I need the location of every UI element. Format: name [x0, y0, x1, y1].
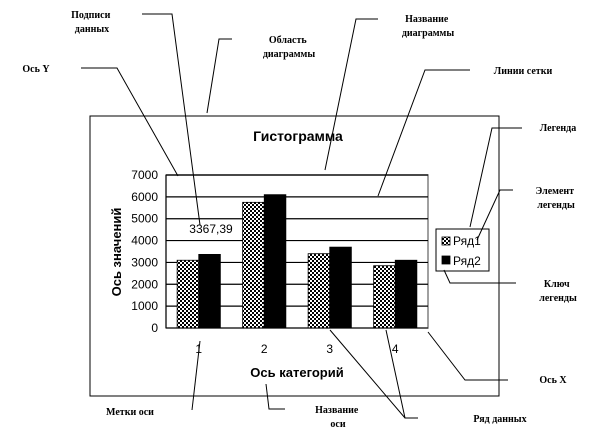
bar-series-1-cat-2 [242, 201, 265, 329]
y-tick-labels: 0 1000 2000 3000 4000 5000 6000 7000 [131, 168, 158, 335]
legend-key-series-2 [441, 255, 451, 265]
chart-title: Гистограмма [253, 128, 343, 144]
y-axis-title: Ось значений [109, 208, 124, 297]
callout-legend-entry: Элемент легенды [535, 186, 576, 211]
callout-gridlines: Линии сетки [494, 66, 553, 77]
callout-y-axis: Ось Y [22, 64, 50, 75]
y-tick-label: 0 [151, 321, 158, 335]
x-tick-label: 3 [326, 342, 333, 356]
callout-x-axis: Ось X [539, 375, 567, 386]
data-bars [176, 194, 418, 329]
callout-chart-title: Название диаграммы [402, 14, 455, 39]
legend-key-series-1 [441, 236, 451, 246]
y-tick-label: 7000 [131, 168, 158, 182]
data-label: 3367,39 [189, 222, 233, 236]
bar-series-1-cat-1 [176, 259, 200, 329]
callout-data-labels: Подписи данных [71, 10, 113, 35]
bar-series-2-cat-2 [263, 194, 287, 329]
callout-legend: Легенда [540, 123, 577, 134]
y-tick-label: 4000 [131, 234, 158, 248]
legend-label-series-2: Ряд2 [453, 254, 481, 268]
leader-lines [81, 13, 522, 419]
callout-axis-title: Название оси [315, 405, 361, 430]
y-tick-label: 2000 [131, 277, 158, 291]
legend-label-series-1: Ряд1 [453, 234, 481, 248]
x-axis-title: Ось категорий [250, 365, 343, 380]
callout-axis-labels: Метки оси [106, 407, 154, 418]
bar-series-2-cat-1 [198, 253, 221, 329]
callout-legend-key: Ключ легенды [539, 279, 577, 304]
y-tick-label: 3000 [131, 255, 158, 269]
x-tick-label: 4 [392, 342, 399, 356]
bar-series-1-cat-3 [307, 253, 331, 329]
callout-chart-area: Область диаграммы [263, 35, 316, 60]
callout-data-series: Ряд данных [473, 414, 526, 425]
y-tick-label: 5000 [131, 212, 158, 226]
y-tick-label: 6000 [131, 190, 158, 204]
bar-series-1-cat-4 [373, 265, 396, 329]
bar-series-2-cat-3 [329, 246, 352, 329]
bar-series-2-cat-4 [394, 259, 418, 329]
x-tick-label: 2 [261, 342, 268, 356]
y-tick-label: 1000 [131, 299, 158, 313]
